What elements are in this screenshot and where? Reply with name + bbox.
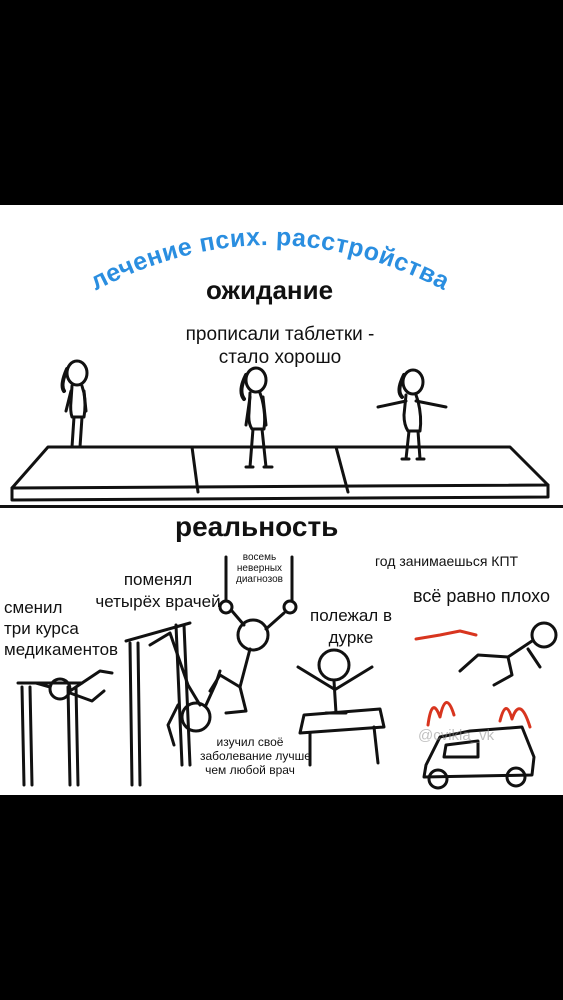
changed-doctors-line1: поменял [123, 570, 193, 589]
changed-doctors-label: поменял четырёх врачей [78, 569, 238, 613]
changed-meds-line3: медикаментов [4, 640, 119, 659]
expectation-heading: ожидание [206, 275, 334, 305]
meme-panel: лечение псих. расстройства ожидание проп… [0, 205, 563, 795]
changed-doctors-line2: четырёх врачей [95, 592, 221, 611]
section-divider [0, 505, 563, 508]
hospital-line1: полежал в [310, 606, 392, 625]
still-bad-label: всё равно плохо [413, 586, 550, 606]
rings-illustration [208, 555, 298, 715]
changed-meds-line2: три курса [4, 619, 79, 638]
gymnast-figure-3 [376, 368, 448, 461]
studied-line2: заболевание лучше [200, 749, 311, 763]
changed-meds-label: сменил три курса медикаментов [4, 597, 118, 660]
watermark: @cvikla_vk [418, 727, 495, 744]
misdiagnoses-label: восемь неверных диагнозов [236, 552, 283, 585]
misdiagnoses-line3: диагнозов [236, 574, 283, 585]
expectation-caption-line2: стало хорошо [218, 347, 342, 368]
misdiagnoses-line2: неверных [236, 563, 283, 574]
vault-table-illustration [296, 648, 386, 767]
hospital-line2: дурке [328, 628, 374, 647]
studied-line3: чем любой врач [205, 763, 295, 777]
gym-mat-illustration [10, 445, 550, 502]
reality-heading: реальность [175, 511, 339, 542]
hospital-label: полежал в дурке [296, 605, 406, 649]
uneven-bars-illustration [124, 621, 222, 787]
expectation-caption-line1: прописали таблетки - [185, 324, 375, 345]
changed-meds-line1: сменил [4, 598, 63, 617]
burning-car-illustration [414, 621, 558, 790]
expectation-caption: прописали таблетки - стало хорошо [160, 323, 400, 369]
arc-title: лечение псих. расстройства [86, 223, 455, 296]
studied-label: изучил своё заболевание лучше чем любой … [200, 735, 311, 777]
gymnast-figure-2 [239, 366, 274, 469]
horizontal-bar-illustration [16, 669, 114, 787]
misdiagnoses-line1: восемь [242, 552, 277, 563]
studied-line1: изучил своё [216, 735, 284, 749]
gymnast-figure-1 [60, 359, 89, 449]
cbt-year-label: год занимаешься КПТ [375, 553, 519, 569]
drawings [10, 359, 558, 790]
